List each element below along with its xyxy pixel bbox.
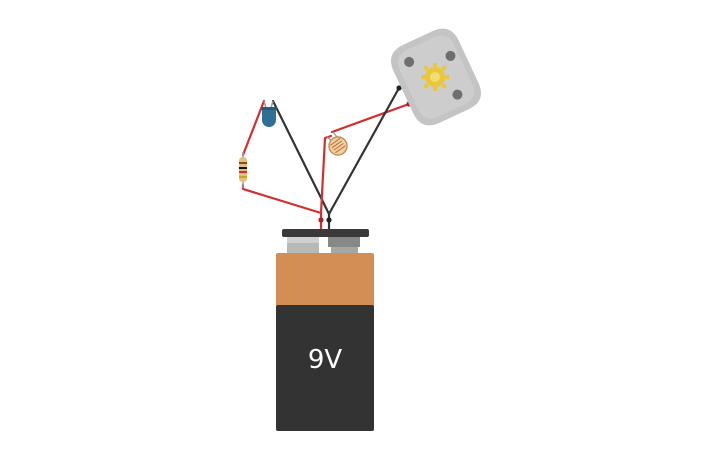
- led-blue[interactable]: [261, 100, 277, 127]
- battery-9v[interactable]: 9V: [276, 229, 374, 431]
- wire-photoresistor-to-motor[interactable]: [330, 102, 411, 134]
- motor-screw-top: [404, 56, 415, 67]
- wire-led-to-resistor[interactable]: [241, 99, 266, 157]
- photoresistor-body: [328, 136, 348, 156]
- node-motor-negative[interactable]: [396, 85, 402, 91]
- photoresistor[interactable]: [326, 131, 348, 156]
- resistor-body: [239, 157, 247, 182]
- wire-nodes: [318, 85, 412, 223]
- motor-screw-right: [445, 50, 456, 61]
- wire-photoresistor-to-battery[interactable]: [319, 134, 333, 215]
- node-battery-negative[interactable]: [326, 217, 332, 223]
- resistor[interactable]: [239, 152, 247, 188]
- led-body: [262, 109, 276, 127]
- motor-gear-icon: [421, 63, 449, 91]
- node-battery-positive[interactable]: [318, 217, 324, 223]
- wire-resistor-to-battery[interactable]: [241, 183, 323, 231]
- battery-body: [276, 305, 374, 431]
- wire-motor-to-battery-negative[interactable]: [327, 86, 401, 216]
- motor-screw-bottom: [452, 89, 463, 100]
- battery-terminal-negative[interactable]: [328, 237, 360, 247]
- battery-terminal-positive[interactable]: [287, 237, 319, 243]
- battery-label: 9V: [308, 345, 343, 375]
- battery-top: [276, 253, 374, 307]
- battery-cap: [282, 229, 369, 237]
